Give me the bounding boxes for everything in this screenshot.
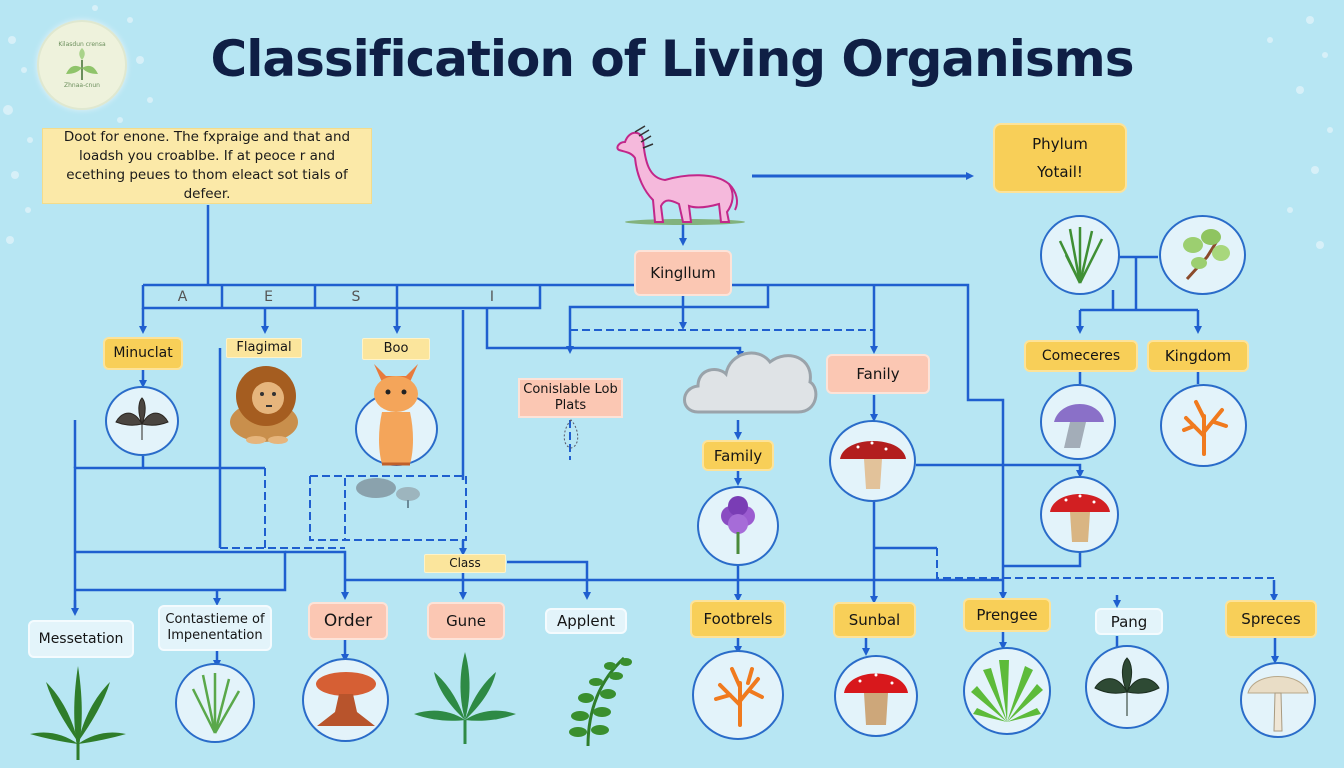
bottom-circle-root-fungus xyxy=(302,658,389,742)
bottom-label-prengee[interactable]: Prengee xyxy=(963,598,1051,632)
cannabis-leaf-icon xyxy=(30,666,126,760)
description-note: Doot for enone. The fxpraige and that an… xyxy=(42,128,372,204)
header-cell-e: E xyxy=(264,289,273,305)
green-shrub-circle xyxy=(1159,215,1246,295)
lion-icon xyxy=(230,366,298,444)
red-mushroom-circle-1 xyxy=(829,420,916,502)
grass-circle xyxy=(1040,215,1120,295)
purple-flower-icon xyxy=(721,496,755,554)
dashed-drop-outline xyxy=(536,350,606,460)
node-family-yellow[interactable]: Family xyxy=(702,440,774,471)
bottom-label-sunbal[interactable]: Sunbal xyxy=(833,602,916,638)
red-mushroom-icon xyxy=(1049,493,1110,542)
bottom-label-footbrels[interactable]: Footbrels xyxy=(690,600,786,638)
red-mushroom-icon xyxy=(839,441,906,489)
bottom-label-applent[interactable]: Applent xyxy=(545,608,627,634)
node-kingllum[interactable]: Kingllum xyxy=(634,250,732,296)
header-cell-i: I xyxy=(489,289,495,305)
logo-top-text: Kilasdun crensa xyxy=(58,41,106,48)
agave-plant-icon xyxy=(971,660,1043,722)
pink-creature-illustration xyxy=(605,122,745,227)
gray-creature-icon xyxy=(356,478,420,508)
bottom-circle-dark-leaf xyxy=(1085,645,1169,729)
dark-leaf-icon xyxy=(115,397,169,440)
plant-logo-icon xyxy=(66,48,98,80)
bottom-circle-grass xyxy=(175,663,255,743)
purple-mushroom-icon xyxy=(1054,404,1104,448)
grass-icon xyxy=(1058,227,1104,284)
bottom-illustration-gune xyxy=(412,650,518,746)
header-cell-s: S xyxy=(351,289,361,305)
orange-coral-circle xyxy=(1160,384,1247,467)
tree-root-fungus-icon xyxy=(315,672,376,726)
pink-camel-creature-icon xyxy=(616,125,745,225)
note-text: Doot for enone. The fxpraige and that an… xyxy=(63,129,351,202)
fox-illustration xyxy=(360,360,432,468)
grass-icon xyxy=(191,673,241,734)
dark-leaf-circle xyxy=(105,386,179,456)
red-mushroom-circle-2 xyxy=(1040,476,1119,553)
red-mushroom-icon xyxy=(844,673,908,725)
node-kingdom[interactable]: Kingdom xyxy=(1147,340,1249,372)
phylum-line2: Yotail! xyxy=(1037,163,1083,181)
drop-outline-icon xyxy=(563,419,579,449)
bottom-label-gune[interactable]: Gune xyxy=(427,602,505,640)
bottom-circle-white-mushroom xyxy=(1240,662,1316,738)
page-title: Classification of Living Organisms xyxy=(210,30,1135,88)
shrub-icon xyxy=(1182,229,1230,281)
orange-coral-icon xyxy=(1181,399,1228,456)
logo-bottom-text: Zhnaa-cnun xyxy=(64,82,100,89)
orange-coral-icon xyxy=(714,667,764,727)
bottom-circle-coral xyxy=(692,650,784,740)
cannabis-leaf-icon xyxy=(414,652,516,744)
bottom-label-order[interactable]: Order xyxy=(308,602,388,640)
node-conislable[interactable]: Conislable Lob Plats xyxy=(518,378,623,418)
bottom-illustration-applent xyxy=(558,652,634,748)
bottom-circle-red-mushroom xyxy=(834,655,918,737)
fern-leaf-icon xyxy=(569,656,632,747)
purple-mushroom-circle xyxy=(1040,384,1116,460)
bottom-label-contastieme[interactable]: Contastieme of Impenentation xyxy=(158,605,272,651)
logo-badge: Kilasdun crensa Zhnaa-cnun xyxy=(37,20,127,110)
cloud-icon xyxy=(683,351,818,414)
node-family-salmon[interactable]: Fanily xyxy=(826,354,930,394)
bottom-circle-agave xyxy=(963,647,1051,735)
bottom-label-pang[interactable]: Pang xyxy=(1095,608,1163,635)
bottom-label-spreces[interactable]: Spreces xyxy=(1225,600,1317,638)
bottom-label-messetation[interactable]: Messetation xyxy=(28,620,134,658)
node-comeceres[interactable]: Comeceres xyxy=(1024,340,1138,372)
node-boo[interactable]: Boo xyxy=(362,338,430,360)
header-cell-a: A xyxy=(177,289,188,305)
white-mushroom-icon xyxy=(1247,676,1309,732)
dark-leaf-icon xyxy=(1094,657,1160,716)
node-minuclat[interactable]: Minuclat xyxy=(103,337,183,370)
purple-flower-circle xyxy=(697,486,779,566)
lion-illustration xyxy=(226,360,302,444)
bottom-illustration-messetation xyxy=(28,662,128,760)
gray-fish-illustration xyxy=(352,474,426,510)
node-class[interactable]: Class xyxy=(424,554,506,573)
phylum-line1: Phylum xyxy=(1032,135,1088,153)
node-flagimal[interactable]: Flagimal xyxy=(226,338,302,358)
cloud-illustration xyxy=(678,342,820,422)
phylum-box[interactable]: Phylum Yotail! xyxy=(993,123,1127,193)
fox-icon xyxy=(374,364,418,466)
